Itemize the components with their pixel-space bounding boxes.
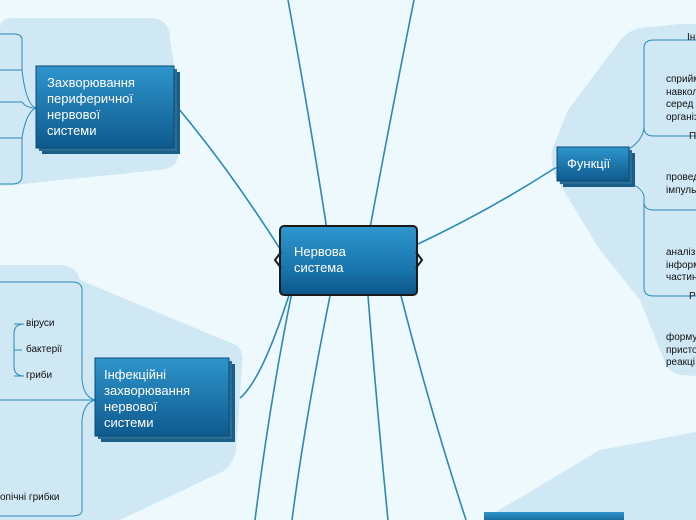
node-peripheral-label: Захворювання периферичної нервової систе… — [47, 75, 135, 138]
node-infectious-label: Інфекційні захворювання нервової системи — [104, 367, 191, 430]
connector-infectious — [239, 291, 291, 399]
connector-bottom-4 — [399, 291, 467, 520]
function-heading-4: Р — [689, 291, 696, 302]
connector-functions — [417, 167, 556, 245]
infectious-subbranches — [0, 281, 97, 517]
function-text-3: аналіз інформ частин — [666, 247, 696, 283]
connector-bottom-1 — [254, 291, 293, 520]
function-text-2: провед імпуль — [666, 172, 696, 196]
peripheral-sub-3 — [0, 101, 37, 109]
central-node-right-brace — [415, 251, 424, 269]
infectious-item-partial: опічні грибки — [0, 492, 60, 503]
connector-top-left — [287, 0, 328, 231]
infectious-upper-line — [0, 281, 97, 401]
node-infectious-box[interactable] — [94, 357, 230, 437]
central-node-box[interactable] — [279, 225, 418, 296]
node-bottom-right-partial[interactable] — [484, 512, 624, 520]
infectious-item-fungi: гриби — [26, 370, 53, 381]
connector-bottom-2 — [291, 295, 331, 520]
branch-panel-bottom-right — [496, 432, 696, 520]
connector-peripheral — [177, 107, 283, 253]
connector-bottom-3 — [367, 295, 389, 520]
node-functions-box[interactable] — [556, 146, 630, 182]
function-line-4 — [643, 202, 696, 297]
function-text-4: форму присто реакці — [666, 332, 696, 368]
infectious-item-bacteria: бактерії — [26, 344, 63, 355]
node-peripheral-box[interactable] — [35, 65, 175, 149]
infectious-lower-line — [0, 399, 97, 517]
connector-top-right — [369, 0, 415, 229]
function-line-2 — [643, 127, 696, 137]
branch-panel-functions — [551, 24, 696, 376]
node-functions-label: Функції — [567, 156, 611, 171]
connector-lines — [177, 0, 556, 520]
infectious-item-viruses: віруси — [26, 318, 55, 329]
function-heading-1: Ін — [687, 32, 696, 43]
peripheral-sub-1 — [0, 33, 37, 109]
peripheral-sub-5 — [0, 138, 23, 185]
central-node-label: Нервова система — [294, 244, 346, 275]
function-heading-2: П — [689, 131, 696, 142]
peripheral-sub-4 — [0, 107, 37, 139]
peripheral-subbranches — [0, 33, 37, 185]
central-node-left-brace — [273, 251, 282, 269]
function-text-1: сприйм навкол серед організ — [666, 74, 696, 123]
